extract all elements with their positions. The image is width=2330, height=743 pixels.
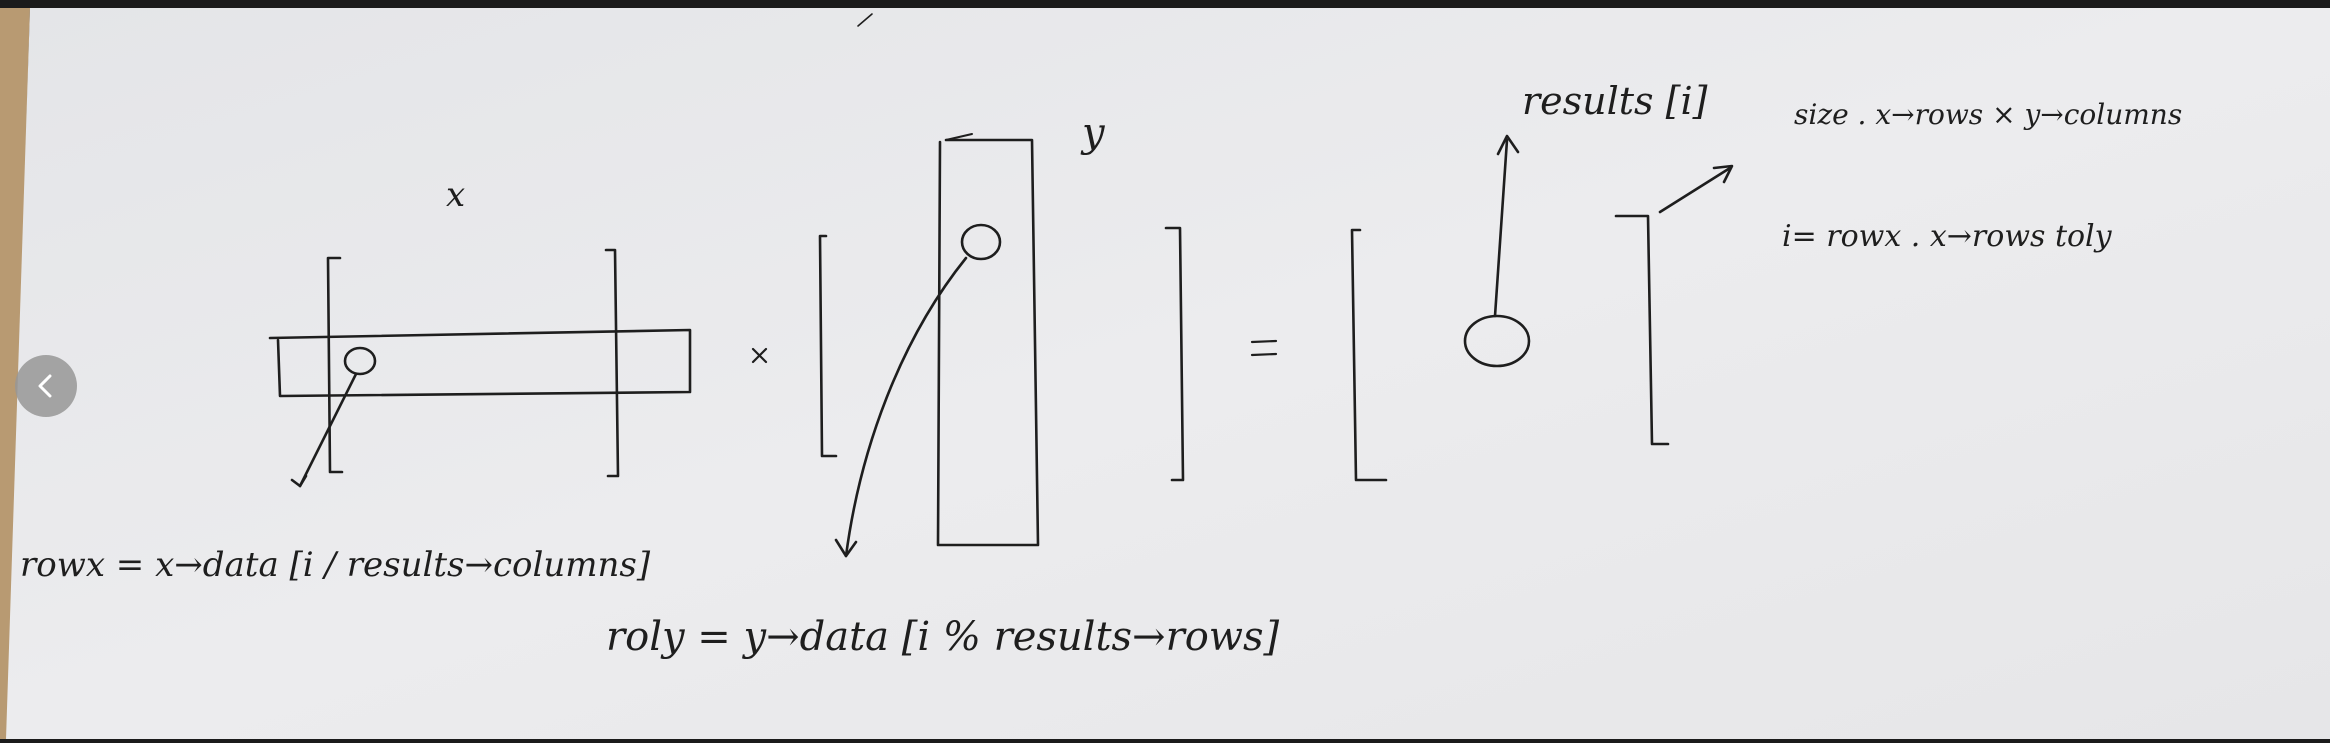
matrix-x-element-circle — [343, 346, 377, 376]
size-note-arrow-tip — [1712, 164, 1734, 184]
times-sign — [751, 347, 768, 364]
previous-button[interactable] — [15, 355, 77, 417]
matrix-y-rect-tab — [945, 133, 973, 141]
result-right-bracket — [1614, 214, 1670, 446]
roly-pointer-tip — [834, 538, 858, 558]
matrix-y-right-bracket — [1164, 226, 1185, 482]
matrix-y-left-bracket — [818, 234, 838, 458]
roly-formula: roly = y→data [i % results→rows] — [606, 614, 1280, 660]
matrix-y-element-circle — [960, 223, 1002, 261]
rowx-formula: rowx = x→data [i / results→columns] — [20, 545, 651, 585]
roly-pointer — [844, 256, 968, 558]
results-pointer-tip — [1496, 134, 1520, 156]
label-x: x — [446, 175, 465, 215]
rowx-pointer — [298, 372, 358, 488]
matrix-x-right-bracket — [604, 248, 620, 478]
stray-mark — [857, 13, 873, 27]
size-note-arrow — [1658, 166, 1732, 214]
size-note: size . x→rows × y→columns — [1794, 98, 2182, 131]
results-label: results [i] — [1522, 79, 1708, 123]
index-note: i= rowx . x→rows toly — [1782, 219, 2113, 254]
rowx-pointer-tip — [290, 474, 308, 488]
matrix-x-left-bracket — [326, 256, 344, 474]
label-y: y — [1080, 110, 1106, 156]
paper-sheet — [6, 8, 2330, 739]
matrix-y-column-rect — [936, 138, 1040, 547]
result-element-circle — [1463, 314, 1531, 368]
equals-sign — [1250, 339, 1278, 357]
results-pointer — [1493, 138, 1509, 318]
chevron-left-icon — [38, 374, 52, 398]
desk-edge — [0, 8, 30, 739]
matrix-x-row-rect — [268, 328, 692, 398]
ink-drawing — [268, 13, 1734, 558]
result-left-bracket — [1350, 228, 1388, 482]
